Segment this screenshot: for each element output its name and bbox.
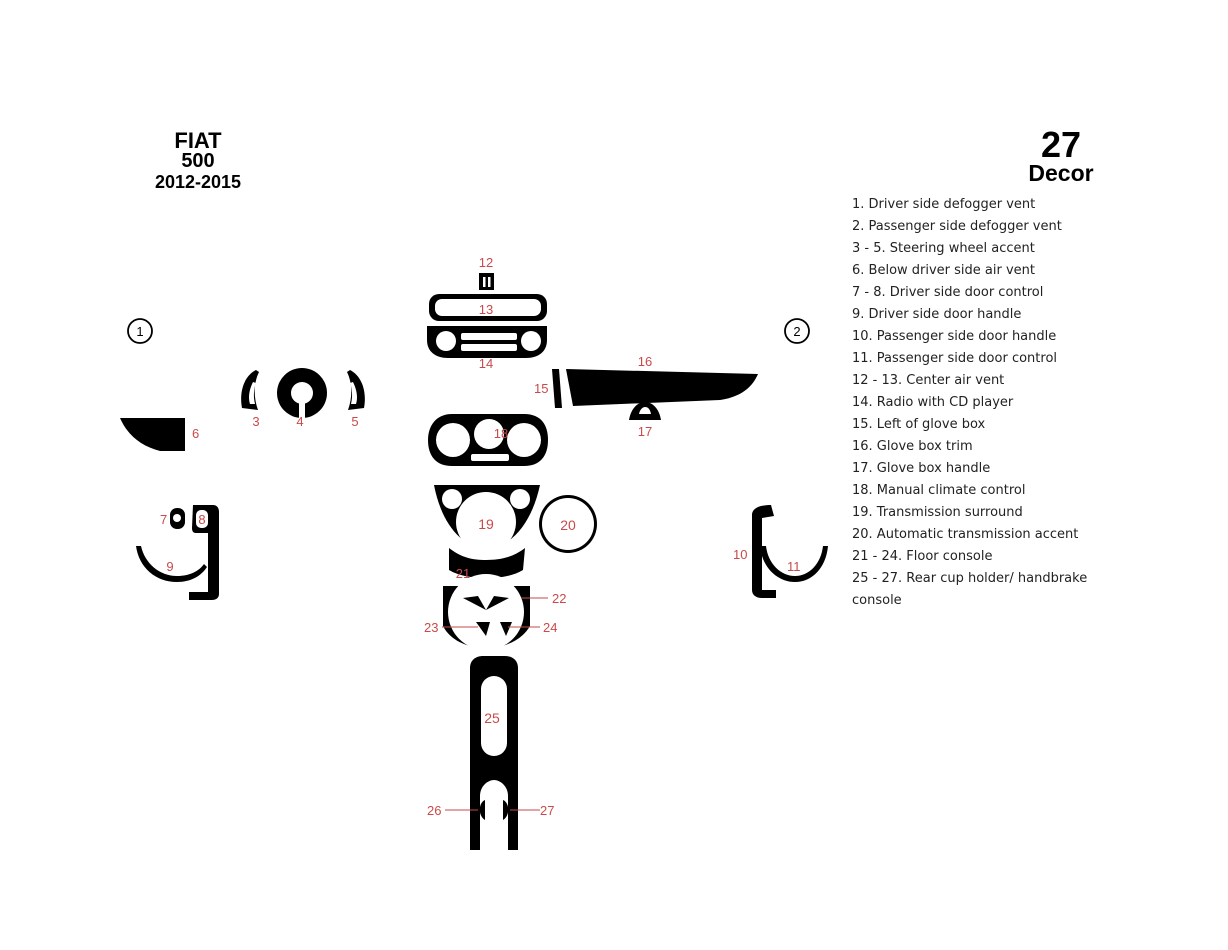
part-27-cup-holder-right: 27 (503, 800, 554, 820)
kit-count-word: Decor (1028, 160, 1094, 186)
part-label: 1 (136, 324, 143, 339)
part-6-below-driver-vent: 6 (120, 418, 199, 451)
part-3-steering-accent-left: 3 (241, 370, 260, 429)
part-label: 27 (540, 803, 554, 818)
legend-item: 3 - 5. Steering wheel accent (852, 241, 1035, 256)
part-2-defogger-passenger: 2 (784, 318, 810, 344)
kit-count: 27 Decor (1014, 124, 1108, 186)
part-label: 12 (479, 255, 493, 270)
legend-item: 17. Glove box handle (852, 461, 991, 476)
legend-item: console (852, 593, 902, 608)
part-label: 25 (484, 710, 500, 726)
part-24-floor-console: 24 (500, 620, 557, 636)
legend-item: 1. Driver side defogger vent (852, 197, 1036, 212)
parts-legend: 1. Driver side defogger vent 2. Passenge… (852, 194, 1152, 612)
part-label: 3 (252, 414, 259, 429)
legend-item: 21 - 24. Floor console (852, 549, 993, 564)
kit-count-number: 27 (1040, 124, 1082, 165)
legend-item: 14. Radio with CD player (852, 395, 1014, 410)
legend-item: 19. Transmission surround (852, 505, 1023, 520)
part-label: 23 (424, 620, 438, 635)
legend-item: 2. Passenger side defogger vent (852, 219, 1062, 234)
part-19-transmission-surround: 19 (434, 485, 540, 552)
part-9-door-handle: 9 (136, 546, 207, 582)
legend-item: 9. Driver side door handle (852, 307, 1022, 322)
part-7-door-control: 7 (160, 508, 185, 529)
part-11-passenger-door-control: 11 (760, 546, 828, 582)
part-label: 7 (160, 512, 167, 527)
part-label: 13 (479, 302, 493, 317)
legend-item: 18. Manual climate control (852, 483, 1026, 498)
legend-item: 7 - 8. Driver side door control (852, 285, 1044, 300)
part-label: 2 (793, 324, 800, 339)
part-label: 22 (552, 591, 566, 606)
part-16-glove-box-trim: 16 (566, 354, 758, 406)
part-label: 9 (166, 559, 173, 574)
part-label: 10 (733, 547, 747, 562)
legend-item: 16. Glove box trim (852, 439, 973, 454)
part-label: 19 (478, 516, 494, 532)
part-label: 26 (427, 803, 441, 818)
legend-item: 10. Passenger side door handle (852, 329, 1057, 344)
part-17-glove-box-handle: 17 (629, 402, 661, 439)
legend-item: 6. Below driver side air vent (852, 263, 1036, 278)
part-10-passenger-door-handle: 10 (733, 505, 776, 598)
part-label: 11 (787, 559, 801, 574)
part-label: 8 (198, 512, 205, 527)
part-label: 24 (543, 620, 557, 635)
part-15-left-of-glove-box: 15 (534, 369, 562, 408)
part-5-steering-accent-right: 5 (347, 370, 365, 429)
part-label: 21 (456, 566, 470, 581)
part-26-cup-holder-left: 26 (427, 800, 485, 820)
vehicle-title: FIAT 500 2012-2015 (138, 130, 258, 193)
part-label: 16 (638, 354, 652, 369)
part-8-door-control: 8 (189, 505, 219, 600)
legend-item: 15. Left of glove box (852, 417, 986, 432)
part-21-floor-console-upper: 21 (449, 548, 525, 581)
part-18-climate-control: 18 (428, 414, 548, 466)
part-13-center-air-vent: 13 (429, 294, 547, 321)
part-25-rear-console: 25 (470, 656, 518, 850)
vehicle-make: FIAT (174, 128, 222, 153)
part-label: 14 (479, 356, 493, 371)
legend-item: 11. Passenger side door control (852, 351, 1058, 366)
part-label: 17 (638, 424, 652, 439)
part-label: 5 (351, 414, 358, 429)
part-14-radio-bezel: 14 (427, 326, 547, 371)
part-label: 4 (296, 414, 303, 429)
legend-item: 25 - 27. Rear cup holder/ handbrake (852, 571, 1088, 586)
part-12-center-vent-small: 12 (479, 255, 494, 290)
part-label: 15 (534, 381, 548, 396)
part-label: 18 (494, 426, 508, 441)
legend-item: 12 - 13. Center air vent (852, 373, 1005, 388)
part-label: 20 (560, 517, 576, 533)
vehicle-model: 500 (181, 150, 215, 172)
part-4-steering-hub: 4 (277, 368, 327, 429)
part-23-floor-console: 23 (424, 620, 490, 636)
vehicle-years: 2012-2015 (154, 172, 242, 192)
part-20-auto-transmission-accent: 20 (539, 495, 597, 553)
legend-item: 20. Automatic transmission accent (852, 527, 1079, 542)
part-label: 6 (192, 426, 199, 441)
part-22-floor-console: 22 (443, 574, 566, 650)
part-1-defogger-driver: 1 (127, 318, 153, 344)
